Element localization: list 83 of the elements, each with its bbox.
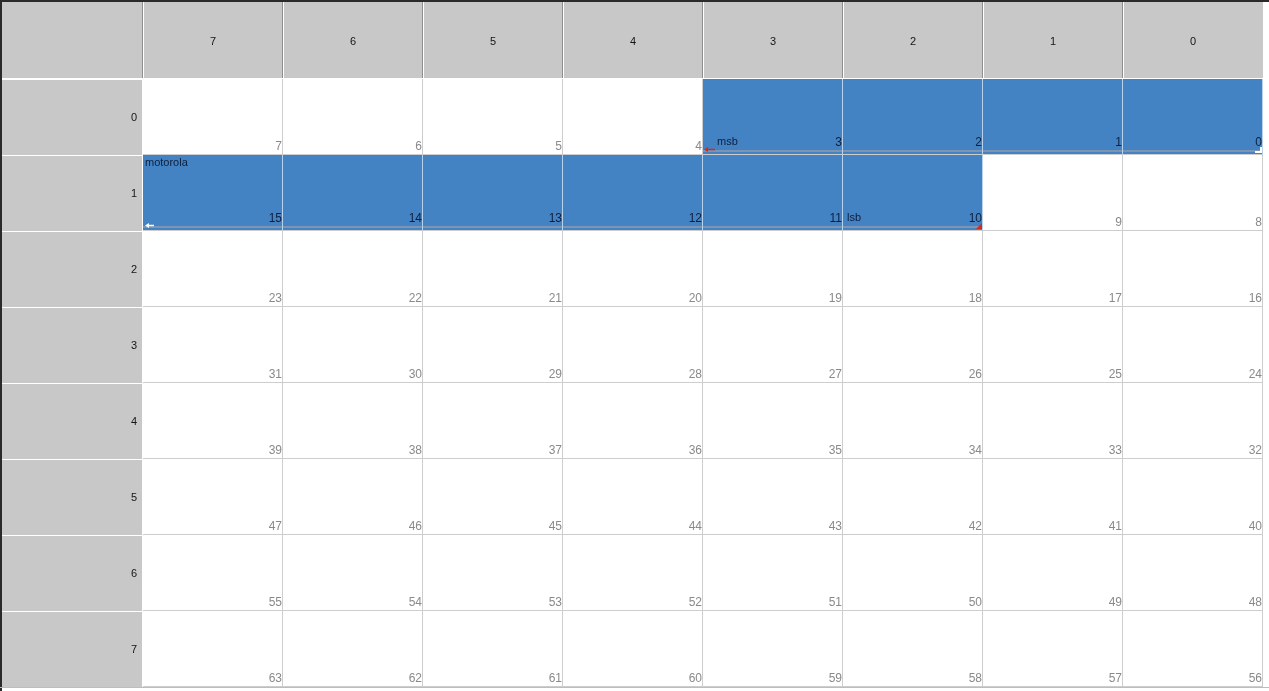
bit-number: 9 — [1115, 216, 1122, 228]
bit-number: 44 — [688, 520, 702, 532]
column-number: 6 — [349, 36, 357, 47]
column-number: 4 — [629, 36, 637, 47]
row-number: 0 — [130, 112, 137, 123]
column-number: 3 — [769, 36, 777, 47]
bit-number: 1 — [1115, 136, 1122, 148]
column-number: 2 — [909, 36, 917, 47]
bit-number: 6 — [415, 140, 422, 152]
bit-number: 39 — [268, 444, 282, 456]
bit-number: 3 — [835, 136, 842, 148]
bit-number: 18 — [968, 292, 982, 304]
row-number: 6 — [130, 568, 137, 579]
bit-number: 45 — [548, 520, 562, 532]
bit-number: 0 — [1255, 136, 1262, 148]
bit-number: 55 — [268, 596, 282, 608]
bit-number: 51 — [828, 596, 842, 608]
signal-label: msb — [717, 136, 738, 147]
bit-number: 4 — [695, 140, 702, 152]
bit-number: 5 — [555, 140, 562, 152]
bit-number: 31 — [268, 368, 282, 380]
bit-number: 2 — [975, 136, 982, 148]
bit-number: 27 — [828, 368, 842, 380]
row-number: 3 — [130, 340, 137, 351]
bit-number: 54 — [408, 596, 422, 608]
bit-number: 40 — [1248, 520, 1262, 532]
bit-number: 53 — [548, 596, 562, 608]
bit-number: 59 — [828, 672, 842, 684]
row-number: 7 — [130, 644, 137, 655]
column-number: 7 — [209, 36, 217, 47]
bit-number: 7 — [275, 140, 282, 152]
bit-number: 13 — [548, 212, 562, 224]
row-number: 4 — [130, 416, 137, 427]
row-number: 2 — [130, 264, 137, 275]
bit-number: 63 — [268, 672, 282, 684]
row-number: 5 — [130, 492, 137, 503]
bit-number: 36 — [688, 444, 702, 456]
bit-number: 43 — [828, 520, 842, 532]
bit-number: 20 — [688, 292, 702, 304]
bit-number: 61 — [548, 672, 562, 684]
bit-number: 21 — [548, 292, 562, 304]
bit-number: 46 — [408, 520, 422, 532]
signal-label: lsb — [847, 212, 862, 223]
bit-number: 25 — [1108, 368, 1122, 380]
bit-number: 50 — [968, 596, 982, 608]
bit-number: 49 — [1108, 596, 1122, 608]
bit-number: 8 — [1255, 216, 1262, 228]
bit-number: 22 — [408, 292, 422, 304]
bit-number: 17 — [1108, 292, 1122, 304]
bit-number: 23 — [268, 292, 282, 304]
bit-number: 38 — [408, 444, 422, 456]
bit-number: 34 — [968, 444, 982, 456]
bit-number: 58 — [968, 672, 982, 684]
bit-number: 10 — [968, 212, 982, 224]
bit-number: 16 — [1248, 292, 1262, 304]
bit-number: 11 — [829, 212, 842, 224]
bit-number: 47 — [268, 520, 282, 532]
bit-number: 57 — [1108, 672, 1122, 684]
bit-number: 15 — [268, 212, 282, 224]
bit-number: 26 — [968, 368, 982, 380]
bit-number: 28 — [688, 368, 702, 380]
bit-number: 29 — [548, 368, 562, 380]
bit-number: 19 — [828, 292, 842, 304]
bit-number: 32 — [1248, 444, 1262, 456]
bit-number: 56 — [1248, 672, 1262, 684]
bit-number: 37 — [548, 444, 562, 456]
bit-number: 33 — [1108, 444, 1122, 456]
row-number: 1 — [130, 188, 137, 199]
bit-number: 24 — [1248, 368, 1262, 380]
column-number: 0 — [1189, 36, 1197, 47]
bit-number: 12 — [688, 212, 702, 224]
bit-number: 48 — [1248, 596, 1262, 608]
bit-number: 41 — [1108, 520, 1122, 532]
bit-number: 60 — [688, 672, 702, 684]
column-number: 5 — [489, 36, 497, 47]
bit-number: 30 — [408, 368, 422, 380]
column-number: 1 — [1049, 36, 1057, 47]
bit-number: 35 — [828, 444, 842, 456]
bit-number: 14 — [408, 212, 422, 224]
signal-label: motorola — [145, 157, 188, 168]
bit-number: 52 — [688, 596, 702, 608]
bit-number: 42 — [968, 520, 982, 532]
bit-number: 62 — [408, 672, 422, 684]
